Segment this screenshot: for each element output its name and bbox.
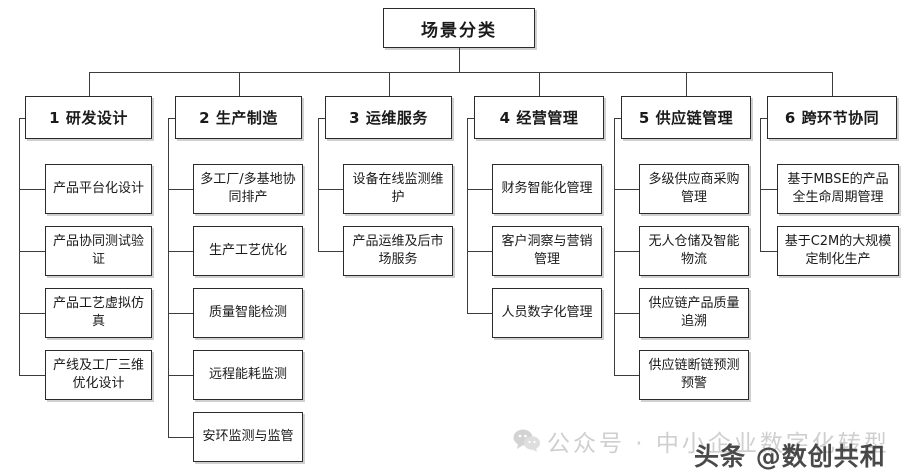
spine-head-connector-rd-design	[19, 117, 25, 119]
scenario-item-label: 供应链断链预测预警	[648, 358, 740, 391]
scenario-item-rd-design-3[interactable]: 产线及工厂三维优化设计	[45, 350, 152, 400]
leaf-connector-production-1	[168, 251, 193, 252]
scenario-item-label: 供应链产品质量追溯	[648, 296, 740, 329]
scenario-item-supply-chain-2[interactable]: 供应链产品质量追溯	[639, 288, 749, 338]
leaf-connector-supply-chain-2	[614, 313, 639, 314]
category-header-label: 2 生产制造	[199, 109, 278, 127]
scenario-item-label: 基于MBSE的产品全生命周期管理	[787, 172, 889, 205]
scenario-item-supply-chain-0[interactable]: 多级供应商采购管理	[639, 164, 749, 214]
scenario-item-business-management-2[interactable]: 人员数字化管理	[492, 288, 602, 338]
scenario-item-label: 多级供应商采购管理	[648, 172, 740, 205]
scenario-item-label: 财务智能化管理	[501, 181, 593, 197]
distribution-bus-line	[88, 72, 832, 73]
category-header-rd-design[interactable]: 1 研发设计	[25, 96, 152, 139]
scenario-item-label: 客户洞察与营销管理	[501, 234, 593, 267]
watermark-wechat: 公众号 · 中小企业数字化转型	[547, 431, 890, 457]
scenario-item-cross-link-1[interactable]: 基于C2M的大规模定制化生产	[777, 226, 899, 276]
spine-line-operation-service	[318, 117, 319, 251]
spine-head-connector-cross-link	[760, 117, 767, 119]
leaf-connector-rd-design-1	[19, 251, 45, 252]
scenario-item-operation-service-1[interactable]: 产品运维及后市场服务	[343, 226, 453, 276]
leaf-connector-supply-chain-0	[614, 189, 639, 190]
category-header-label: 6 跨环节协同	[784, 109, 880, 127]
branch-drop-line-operation-service	[388, 72, 390, 96]
scenario-item-label: 无人仓储及智能物流	[648, 234, 740, 267]
scenario-item-label: 多工厂/多基地协同排产	[200, 172, 296, 205]
spine-head-connector-operation-service	[318, 117, 325, 119]
scenario-item-label: 基于C2M的大规模定制化生产	[784, 234, 892, 267]
leaf-connector-rd-design-3	[19, 375, 45, 376]
leaf-connector-business-management-2	[467, 313, 492, 314]
leaf-connector-rd-design-0	[19, 189, 45, 190]
category-header-business-management[interactable]: 4 经营管理	[474, 96, 604, 139]
category-header-label: 3 运维服务	[349, 109, 428, 127]
leaf-connector-cross-link-1	[760, 251, 777, 252]
scenario-item-label: 产品工艺虚拟仿真	[52, 296, 144, 329]
leaf-connector-rd-design-2	[19, 313, 45, 314]
leaf-connector-production-0	[168, 189, 193, 190]
leaf-connector-cross-link-0	[760, 189, 777, 190]
spine-line-cross-link	[760, 117, 761, 251]
branch-drop-line-business-management	[539, 72, 540, 96]
root-node-label: 场景分类	[421, 20, 497, 41]
branch-drop-line-production	[238, 72, 240, 96]
scenario-item-label: 质量智能检测	[208, 305, 287, 321]
leaf-connector-business-management-1	[467, 251, 492, 252]
scenario-item-rd-design-1[interactable]: 产品协同测试验证	[45, 226, 152, 276]
scenario-item-label: 设备在线监测维护	[352, 172, 444, 205]
spine-line-rd-design	[19, 117, 20, 375]
category-header-supply-chain[interactable]: 5 供应链管理	[621, 96, 751, 139]
scenario-item-label: 产品平台化设计	[52, 181, 144, 197]
leaf-connector-business-management-0	[467, 189, 492, 190]
leaf-connector-production-3	[168, 375, 193, 376]
scenario-item-label: 产品协同测试验证	[52, 234, 144, 267]
scenario-item-label: 远程能耗监测	[208, 367, 287, 383]
root-node-scene-classification: 场景分类	[383, 8, 535, 48]
scenario-item-production-4[interactable]: 安环监测与监管	[193, 412, 303, 462]
category-header-production[interactable]: 2 生产制造	[175, 96, 302, 139]
scenario-item-label: 产线及工厂三维优化设计	[52, 358, 144, 391]
scenario-item-label: 人员数字化管理	[501, 305, 593, 321]
scenario-item-label: 生产工艺优化	[208, 243, 287, 259]
leaf-connector-production-2	[168, 313, 193, 314]
leaf-connector-production-4	[168, 437, 193, 438]
root-stem-line	[459, 48, 460, 72]
scenario-item-operation-service-0[interactable]: 设备在线监测维护	[343, 164, 453, 214]
watermark-toutiao: 头条 @数创共和	[694, 442, 886, 471]
leaf-connector-supply-chain-3	[614, 375, 639, 376]
spine-head-connector-production	[168, 117, 175, 119]
category-header-label: 4 经营管理	[499, 109, 579, 127]
category-header-operation-service[interactable]: 3 运维服务	[325, 96, 452, 139]
scenario-item-production-3[interactable]: 远程能耗监测	[193, 350, 303, 400]
branch-drop-line-cross-link	[832, 72, 833, 96]
spine-line-production	[168, 117, 169, 437]
spine-head-connector-supply-chain	[614, 117, 621, 119]
scenario-item-production-0[interactable]: 多工厂/多基地协同排产	[193, 164, 303, 214]
spine-line-supply-chain	[614, 117, 615, 375]
scenario-item-production-1[interactable]: 生产工艺优化	[193, 226, 303, 276]
spine-head-connector-business-management	[467, 117, 474, 119]
category-header-label: 5 供应链管理	[638, 109, 734, 127]
scenario-item-supply-chain-1[interactable]: 无人仓储及智能物流	[639, 226, 749, 276]
branch-drop-line-rd-design	[88, 72, 90, 96]
category-header-cross-link[interactable]: 6 跨环节协同	[767, 96, 897, 139]
scenario-item-business-management-0[interactable]: 财务智能化管理	[492, 164, 602, 214]
scenario-item-label: 安环监测与监管	[202, 429, 294, 445]
category-header-label: 1 研发设计	[49, 109, 128, 127]
branch-drop-line-supply-chain	[686, 72, 687, 96]
wechat-icon	[513, 428, 540, 452]
leaf-connector-operation-service-0	[318, 189, 343, 190]
leaf-connector-operation-service-1	[318, 251, 343, 252]
scenario-item-business-management-1[interactable]: 客户洞察与营销管理	[492, 226, 602, 276]
scenario-item-supply-chain-3[interactable]: 供应链断链预测预警	[639, 350, 749, 400]
scenario-item-cross-link-0[interactable]: 基于MBSE的产品全生命周期管理	[777, 164, 899, 214]
scenario-item-rd-design-2[interactable]: 产品工艺虚拟仿真	[45, 288, 152, 338]
scenario-item-production-2[interactable]: 质量智能检测	[193, 288, 303, 338]
leaf-connector-supply-chain-1	[614, 251, 639, 252]
spine-line-business-management	[467, 117, 468, 313]
scenario-item-rd-design-0[interactable]: 产品平台化设计	[45, 164, 152, 214]
scenario-item-label: 产品运维及后市场服务	[352, 234, 444, 267]
